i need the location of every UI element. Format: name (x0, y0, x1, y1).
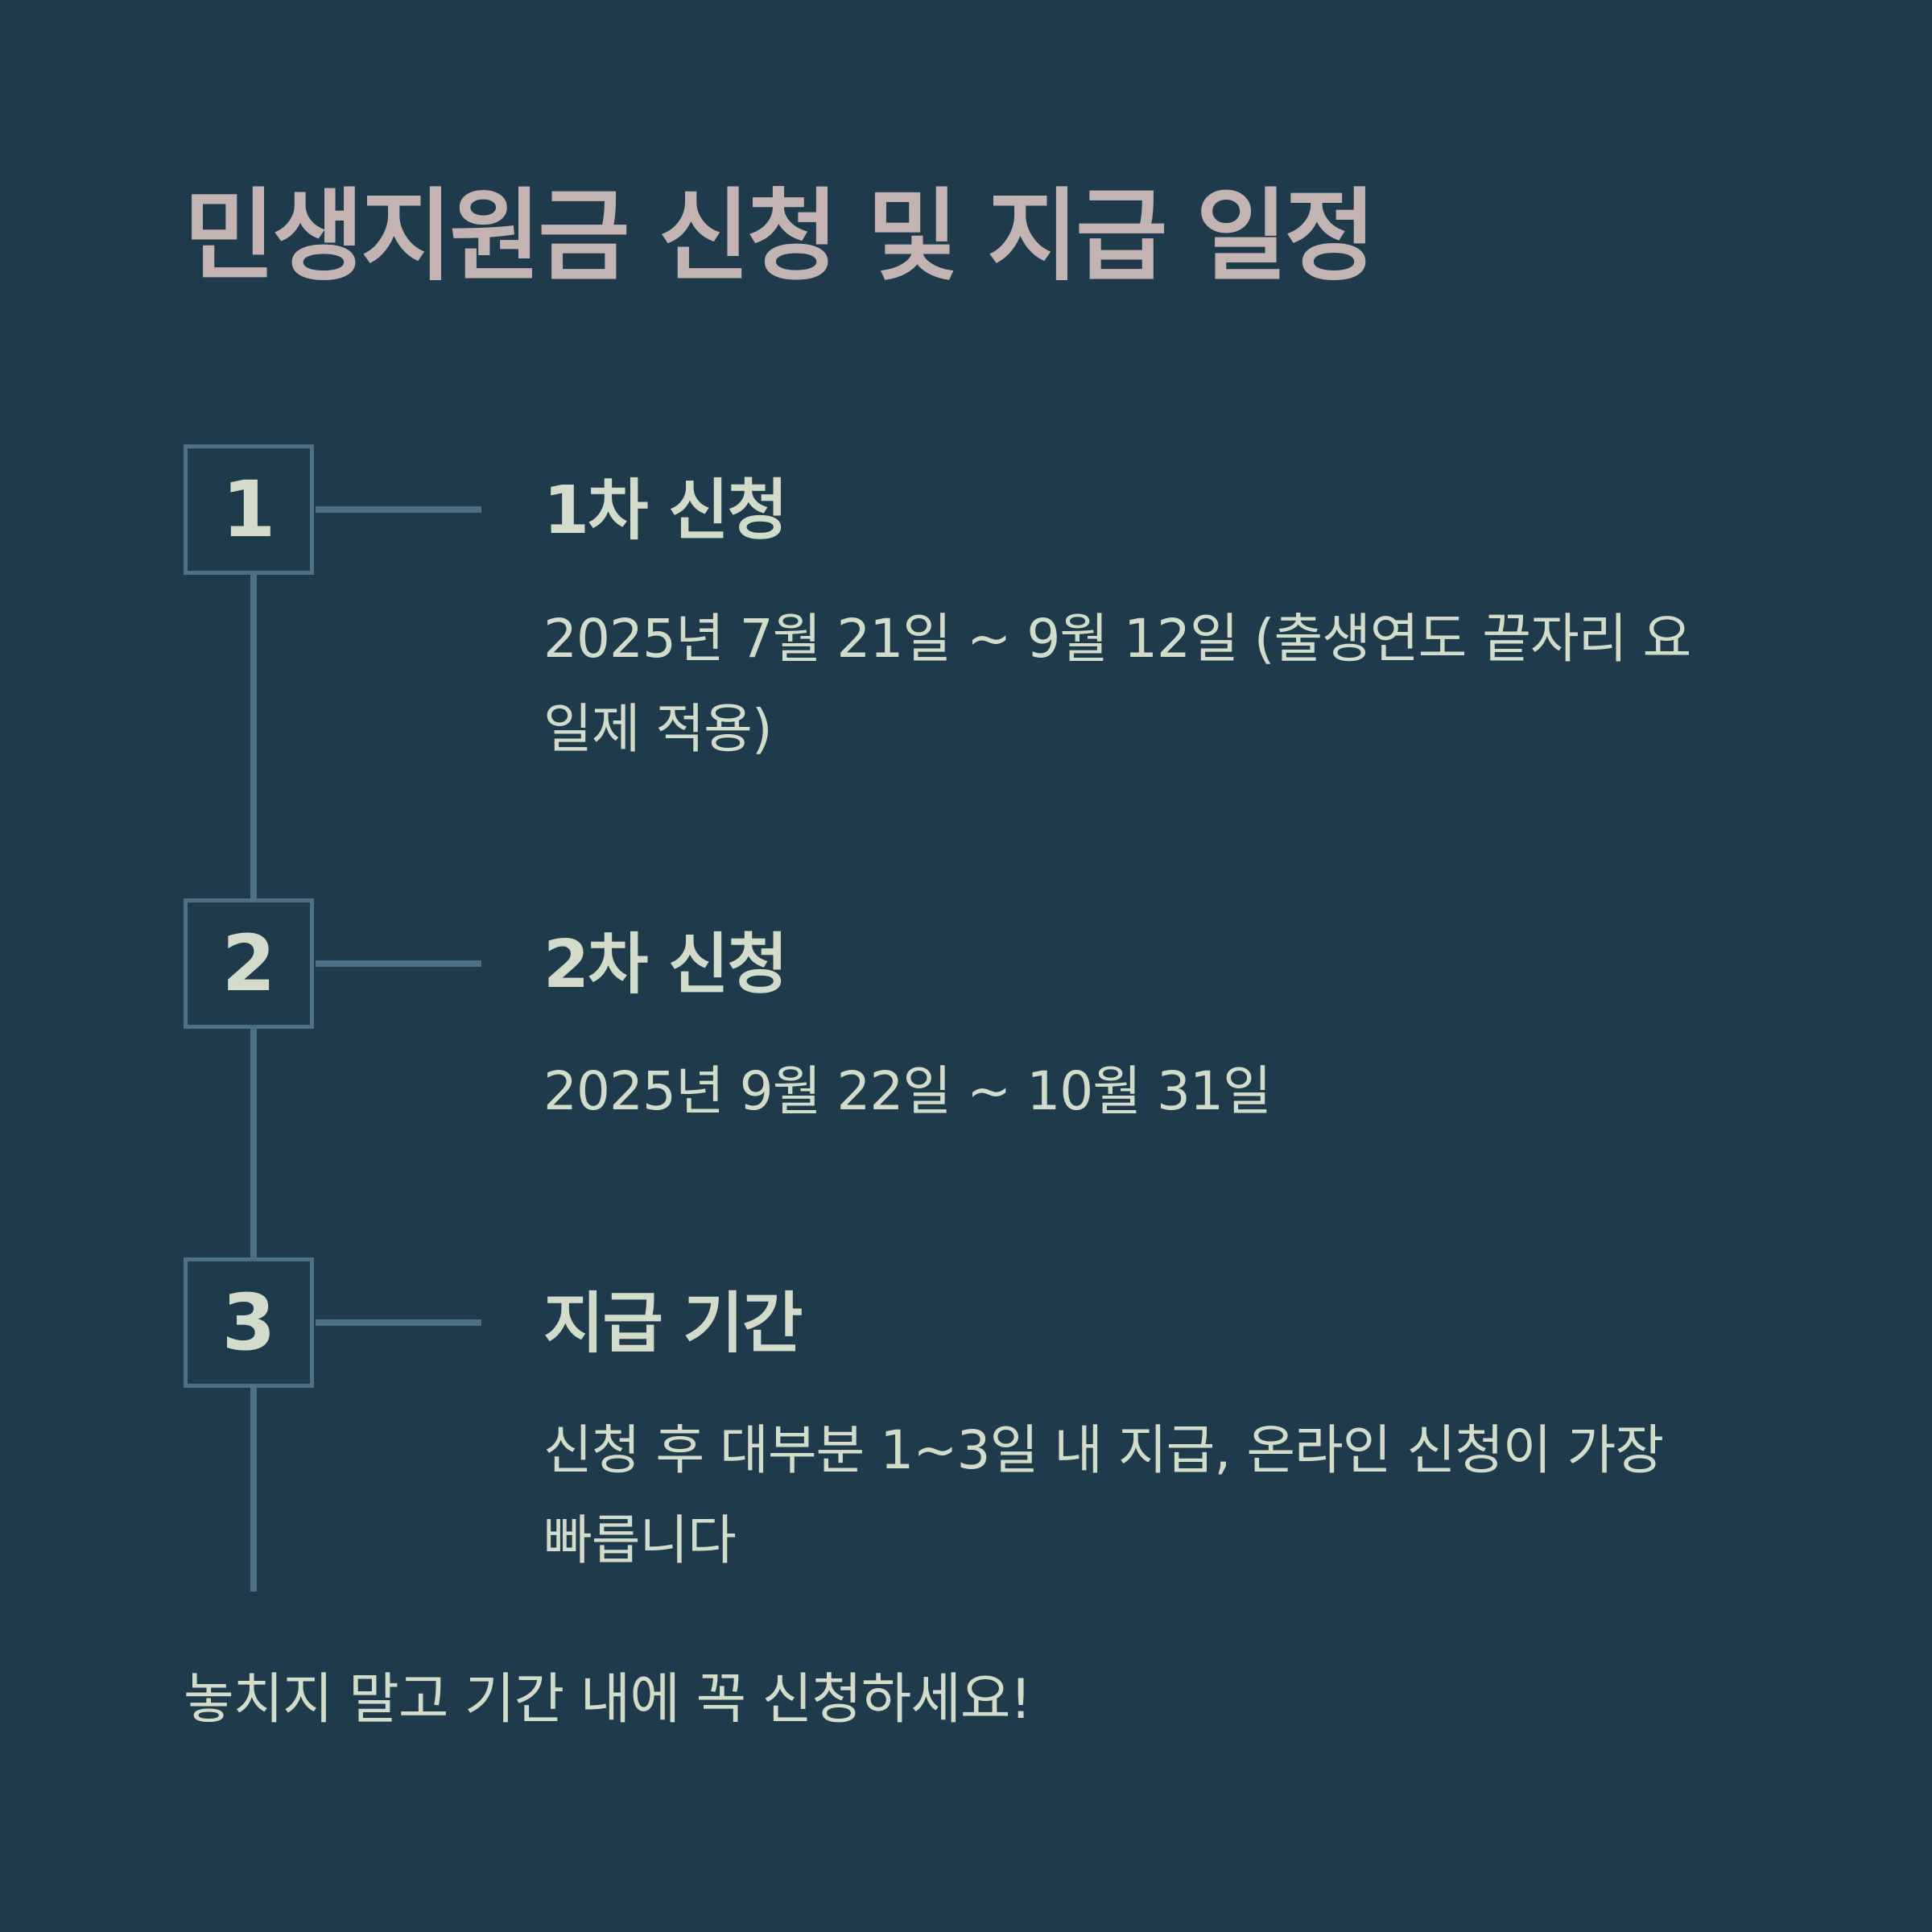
step-3-description: 신청 후 대부분 1~3일 내 지급, 온라인 신청이 가장 빠릅니다 (543, 1419, 1664, 1571)
step-2-description: 2025년 9월 22일 ~ 10월 31일 (543, 1060, 1272, 1122)
step-1-title: 1차 신청 (543, 473, 788, 549)
timeline-connector-tail (250, 1386, 257, 1591)
step-2-branch-line (316, 960, 481, 967)
step-3-branch-line (316, 1319, 481, 1326)
step-1-branch-line (316, 506, 481, 513)
footer-reminder: 놓치지 말고 기간 내에 꼭 신청하세요! (184, 1668, 1032, 1732)
step-3-number-badge: 3 (184, 1257, 314, 1388)
step-1-number-badge: 1 (184, 444, 314, 575)
step-2-number-badge: 2 (184, 898, 314, 1029)
timeline-connector-2-3 (250, 1027, 257, 1259)
step-1-description: 2025년 7월 21일 ~ 9월 12일 (출생연도 끝자리 요일제 적용) (543, 608, 1691, 760)
page-title: 민생지원금 신청 및 지급 일정 (184, 179, 1377, 295)
step-3-title: 지급 기간 (543, 1286, 803, 1362)
step-2-title: 2차 신청 (543, 927, 788, 1003)
timeline-connector-1-2 (250, 573, 257, 901)
